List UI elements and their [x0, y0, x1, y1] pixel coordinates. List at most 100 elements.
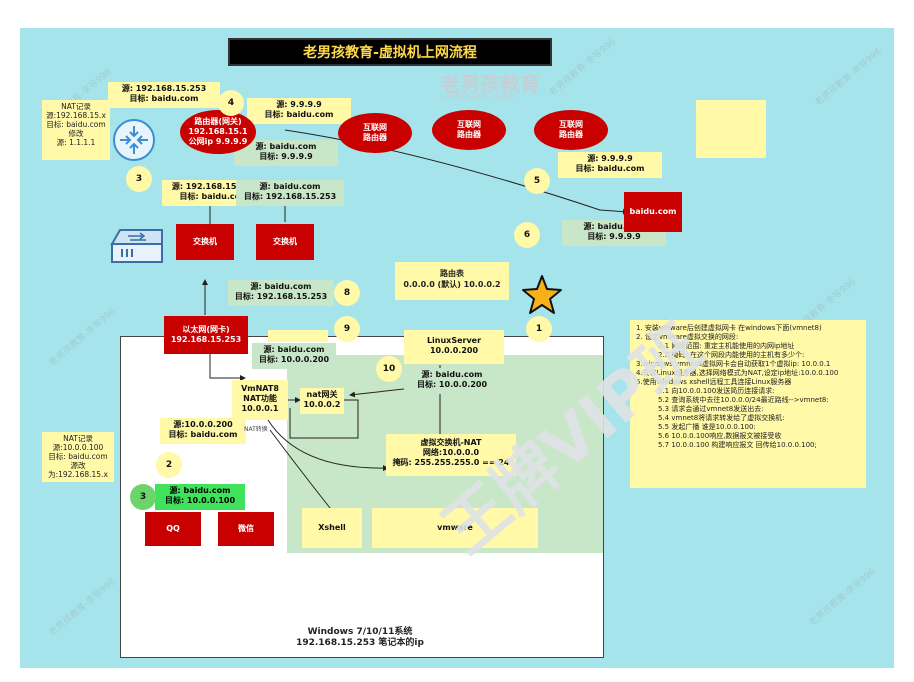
- baidu-server[interactable]: baidu.com: [624, 192, 682, 232]
- server-name: LinuxServer: [426, 336, 482, 345]
- step-item: 4.安装Linux服务器,选择网络模式为NAT,设定ip地址:10.0.0.10…: [636, 369, 839, 377]
- vmnat8-ip: 10.0.0.1: [241, 404, 279, 413]
- note-line: NAT记录: [61, 102, 91, 111]
- switch-node[interactable]: 交换机: [256, 224, 314, 260]
- packet-src: 源:10.0.0.200: [173, 420, 233, 429]
- packet-src: 源: baidu.com: [263, 345, 325, 354]
- router-public-ip: 公网ip 9.9.9.9: [188, 137, 248, 146]
- step-number-badge: 1: [526, 316, 552, 342]
- step-number-badge: 10: [376, 356, 402, 382]
- qq-app[interactable]: QQ: [145, 512, 201, 546]
- internet-router[interactable]: 互联网 路由器: [338, 113, 412, 153]
- step-number-badge: 6: [514, 222, 540, 248]
- packet-label-to-pc: 源: baidu.com 目标: 192.168.15.253: [228, 280, 334, 306]
- router-label: 路由器: [559, 130, 583, 139]
- step-item: 2.2 掩码: 在这个网段内能使用的主机有多少个:: [658, 351, 805, 359]
- nat-gateway[interactable]: nat网关 10.0.0.2: [300, 388, 344, 414]
- vswitch-name: 虚拟交换机-NAT: [420, 438, 482, 447]
- router-name: 路由器(网关): [194, 117, 242, 126]
- internet-router[interactable]: 互联网 路由器: [534, 110, 608, 150]
- packet-dst: 目标: 10.0.0.100: [164, 496, 236, 505]
- packet-src: 源: baidu.com: [255, 142, 317, 151]
- packet-src: 源: baidu.com: [421, 370, 483, 379]
- packet-dst: 目标: 9.9.9.9: [259, 152, 313, 161]
- nat-conversion-label: NAT转换: [244, 426, 268, 433]
- route-table-entry: 0.0.0.0 (默认) 10.0.0.2: [403, 280, 501, 289]
- note-line: 源:10.0.0.100: [52, 443, 104, 452]
- windows-os-text: Windows 7/10/11系统: [307, 627, 413, 637]
- route-table-note: 路由表 0.0.0.0 (默认) 10.0.0.2: [395, 262, 509, 300]
- vswitch-network: 网络:10.0.0.0: [422, 448, 480, 457]
- star-icon: [520, 274, 564, 316]
- router-label: 路由器: [457, 130, 481, 139]
- step-number-badge: 9: [334, 316, 360, 342]
- step-item: 3.windows vmnet8虚拟网卡会自动获取1个虚拟ip: 10.0.0.…: [636, 360, 831, 368]
- step-item: 5.3 请求会通过vmnet8发送出去:: [658, 405, 764, 413]
- step-item: 1. 安装vmware后创建虚拟网卡 在windows下面(vmnet8): [636, 324, 822, 332]
- packet-dst: 目标: 10.0.0.200: [258, 355, 330, 364]
- vmware-app[interactable]: vmware: [372, 508, 538, 548]
- windows-ip-text: 192.168.15.253 笔记本的ip: [296, 638, 424, 648]
- windows-host-label: Windows 7/10/11系统 192.168.15.253 笔记本的ip: [250, 627, 470, 649]
- gateway-router[interactable]: 路由器(网关) 192.168.15.1 公网ip 9.9.9.9: [180, 110, 256, 154]
- packet-src: 源: baidu.com: [259, 182, 321, 191]
- packet-src: 源: 9.9.9.9: [276, 100, 322, 109]
- route-table-title: 路由表: [440, 269, 464, 278]
- ethernet-adapter[interactable]: 以太网(网卡) 192.168.15.253: [164, 316, 248, 354]
- packet-label-src-pc: 源: 192.168.15.253 目标: baidu.com: [108, 82, 220, 108]
- arrow-ethernet-to-vmnat8: [209, 348, 246, 381]
- line-natgw-loop: [289, 399, 359, 439]
- packet-dst: 目标: baidu.com: [264, 110, 334, 119]
- packet-dst: 目标: baidu.com: [575, 164, 645, 173]
- diagram-title: 老男孩教育-虚拟机上网流程: [228, 38, 552, 66]
- packet-src: 源: 192.168.15.253: [121, 84, 207, 93]
- packet-dst: 目标: 192.168.15.253: [243, 192, 337, 201]
- note-line: 目标: baidu.com: [46, 120, 106, 129]
- step-item: 5.4 vmnet8将请求转发给了虚拟交换机:: [658, 414, 785, 422]
- adapter-ip: 192.168.15.253: [170, 335, 242, 344]
- watermark-logo: 老男孩教育: [440, 72, 540, 96]
- virtual-switch-nat[interactable]: 虚拟交换机-NAT 网络:10.0.0.0 掩码: 255.255.255.0 …: [386, 434, 516, 476]
- wechat-app[interactable]: 微信: [218, 512, 274, 546]
- step-item: 5.5 发起广播 谁是10.0.0.100:: [658, 423, 756, 431]
- watermark-url: oldboyedu.com: [440, 92, 518, 103]
- adapter-name: 以太网(网卡): [182, 325, 230, 334]
- packet-label-from-linux: 源:10.0.0.200 目标: baidu.com: [160, 418, 246, 444]
- packet-src: 源: 192.168.15.253: [171, 182, 257, 191]
- switch-node[interactable]: 交换机: [176, 224, 234, 260]
- xshell-app[interactable]: Xshell: [302, 508, 362, 548]
- step-number-badge: 5: [524, 168, 550, 194]
- vmnat8-adapter[interactable]: VmNAT8 NAT功能 10.0.0.1: [232, 380, 288, 420]
- step-item: 5.2 查询系统中去往10.0.0.0/24最近路线-->vmnet8:: [658, 396, 829, 404]
- note-line: NAT记录: [63, 434, 93, 443]
- note-line: 源改为:192.168.15.x: [48, 461, 108, 479]
- note-line: 目标: baidu.com: [48, 452, 108, 461]
- packet-dst: 目标: 192.168.15.253: [234, 292, 328, 301]
- packet-label-to-vm-host: 源: baidu.com 目标: 10.0.0.200: [252, 343, 336, 369]
- router-ip: 192.168.15.1: [188, 127, 248, 136]
- packet-label-to-qq: 源: baidu.com 目标: 10.0.0.100: [155, 484, 245, 510]
- packet-dst: 目标: baidu.com: [179, 192, 249, 201]
- step-item: 5.使用windows xshell远程工具连接Linux服务器: [636, 378, 792, 386]
- vmnat8-function: NAT功能: [243, 394, 277, 403]
- router-label: 路由器: [363, 133, 387, 142]
- nat-record-note-left: NAT记录 源:10.0.0.100 目标: baidu.com 源改为:192…: [42, 432, 114, 482]
- step-number-badge: 3: [126, 166, 152, 192]
- packet-src: 源: baidu.com: [169, 486, 231, 495]
- switch-icon: [108, 226, 166, 266]
- packet-src: 源: baidu.com: [250, 282, 312, 291]
- router-icon: [112, 118, 156, 162]
- steps-list: 1. 安装vmware后创建虚拟网卡 在windows下面(vmnet8)2. …: [636, 324, 860, 450]
- nat-gateway-name: nat网关: [306, 390, 338, 399]
- step-item: 2.1 网段范围: 重定主机能使用的内网ip地址: [658, 342, 795, 350]
- router-label: 互联网: [559, 120, 583, 129]
- arrow-router-to-baidu: [284, 129, 629, 215]
- line-xshell-to-vmnat8: [269, 429, 331, 509]
- note-line: 源: 1.1.1.1: [56, 138, 96, 147]
- step-item: 2. 设定vmware虚拟交换的网段:: [636, 333, 739, 341]
- step-number-badge: 2: [156, 452, 182, 478]
- linux-server[interactable]: LinuxServer 10.0.0.200: [404, 330, 504, 364]
- internet-router[interactable]: 互联网 路由器: [432, 110, 506, 150]
- packet-label-from-router: 源: baidu.com 目标: 192.168.15.253: [236, 180, 344, 206]
- steps-note: 1. 安装vmware后创建虚拟网卡 在windows下面(vmnet8)2. …: [630, 320, 866, 488]
